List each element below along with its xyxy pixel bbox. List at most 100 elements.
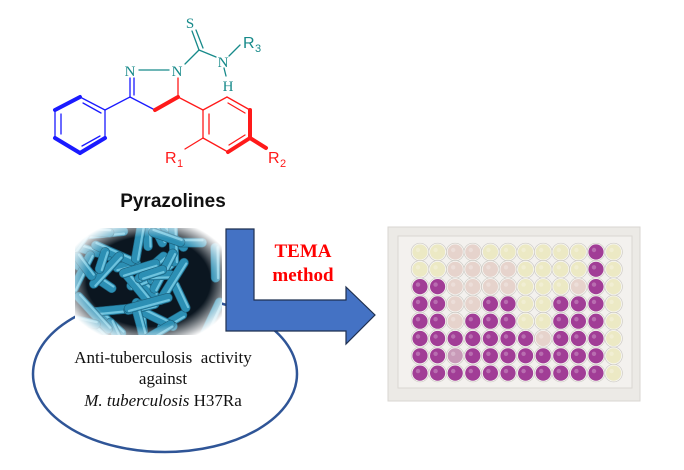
well-highlight [433, 299, 438, 305]
well-G2 [430, 348, 446, 364]
well-highlight [609, 368, 614, 374]
well-H6 [500, 365, 516, 381]
well-B1 [412, 261, 428, 277]
well-highlight [591, 317, 597, 322]
well-highlight [415, 282, 421, 287]
well-F6 [500, 330, 516, 347]
well-C8 [535, 279, 551, 295]
well-highlight [433, 247, 438, 253]
well-highlight [574, 351, 579, 356]
well-E10 [570, 313, 587, 329]
well-H4 [465, 365, 481, 381]
well-highlight [503, 317, 509, 322]
well-highlight [609, 299, 614, 305]
well-D8 [535, 296, 551, 312]
well-highlight [433, 368, 438, 374]
well-E6 [500, 313, 516, 329]
well-G9 [553, 348, 569, 364]
well-A6 [500, 244, 516, 260]
well-highlight [451, 299, 456, 305]
well-highlight [539, 368, 544, 374]
well-highlight [468, 299, 473, 305]
well-highlight [451, 247, 456, 253]
well-D11 [588, 296, 604, 312]
well-E1 [412, 313, 428, 329]
well-H8 [535, 365, 551, 381]
well-G10 [570, 348, 587, 364]
well-highlight [521, 282, 526, 287]
well-B2 [430, 261, 446, 277]
well-highlight [486, 334, 491, 339]
well-H12 [606, 365, 622, 381]
well-E9 [553, 313, 569, 329]
assay-method-label-line1: TEMA [275, 241, 332, 262]
well-highlight [451, 334, 456, 339]
well-highlight [503, 351, 509, 356]
well-highlight [415, 247, 421, 253]
well-highlight [451, 282, 456, 287]
well-highlight [503, 299, 509, 305]
well-highlight [539, 282, 544, 287]
atom-s: S [186, 16, 194, 32]
well-F7 [518, 330, 534, 347]
well-H3 [447, 365, 463, 381]
well-F11 [588, 330, 604, 347]
well-highlight [468, 317, 473, 322]
well-plate-photo [387, 226, 641, 402]
well-H1 [412, 365, 428, 381]
atom-h: H [223, 79, 234, 95]
r2-label: R 2 [268, 150, 286, 170]
well-highlight [556, 351, 561, 356]
well-G11 [588, 348, 604, 364]
well-B9 [553, 261, 569, 277]
well-highlight [574, 265, 579, 270]
well-D1 [412, 296, 428, 312]
well-highlight [556, 299, 561, 305]
well-C11 [588, 279, 604, 295]
well-highlight [591, 368, 597, 374]
activity-text-line1: Anti-tuberculosis activity [74, 348, 252, 367]
well-B4 [465, 261, 481, 277]
well-G1 [412, 348, 428, 364]
well-highlight [556, 265, 561, 270]
well-highlight [468, 247, 473, 253]
phenyl-ring [53, 77, 156, 155]
well-G3 [447, 348, 463, 364]
well-highlight [521, 265, 526, 270]
well-A2 [430, 244, 446, 260]
well-D3 [447, 296, 463, 312]
well-highlight [609, 351, 614, 356]
well-B8 [535, 261, 551, 277]
atom-n-amide: N [218, 55, 229, 71]
well-A9 [553, 244, 569, 260]
well-D6 [500, 296, 516, 312]
well-highlight [609, 282, 614, 287]
r1-label: R 1 [165, 150, 183, 170]
r3-letter: R [243, 35, 255, 52]
well-G8 [535, 348, 551, 364]
well-highlight [556, 247, 561, 253]
well-highlight [591, 299, 597, 305]
r3-label: R 3 [243, 35, 261, 55]
r2-letter: R [268, 150, 280, 167]
well-C3 [447, 279, 463, 295]
well-highlight [486, 247, 491, 253]
well-F10 [570, 330, 587, 347]
well-highlight [433, 317, 438, 322]
well-C10 [570, 279, 587, 295]
well-A1 [412, 244, 428, 260]
well-D9 [553, 296, 569, 312]
r1-letter: R [165, 150, 177, 167]
well-highlight [539, 351, 544, 356]
well-highlight [415, 299, 421, 305]
well-F5 [482, 330, 498, 347]
well-highlight [468, 351, 473, 356]
well-highlight [609, 334, 614, 339]
well-C6 [500, 279, 516, 295]
well-highlight [486, 265, 491, 270]
well-highlight [574, 334, 579, 339]
well-E3 [447, 313, 463, 329]
well-highlight [433, 351, 438, 356]
well-highlight [415, 317, 421, 322]
